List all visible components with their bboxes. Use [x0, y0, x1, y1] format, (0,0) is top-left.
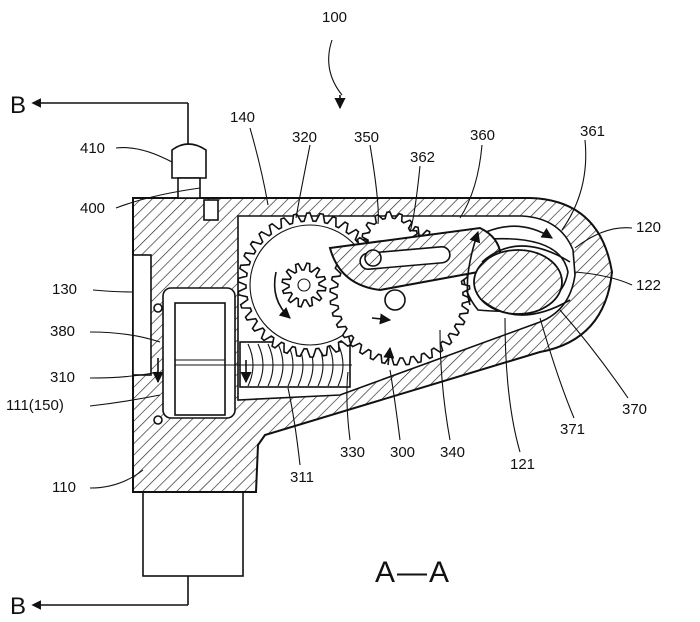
label-122: 122 — [636, 277, 661, 294]
cut-label-bottom: B — [10, 593, 28, 620]
label-362: 362 — [410, 149, 435, 166]
label-361: 361 — [580, 123, 605, 140]
small-gear-330 — [282, 263, 326, 307]
label-300: 300 — [390, 444, 415, 461]
label-400: 400 — [80, 200, 105, 217]
cut-label-top: B — [10, 92, 28, 119]
label-140: 140 — [230, 109, 255, 126]
label-380: 380 — [50, 323, 75, 340]
label-320: 320 — [292, 129, 317, 146]
label-120: 120 — [636, 219, 661, 236]
label-350: 350 — [354, 129, 379, 146]
label-371: 371 — [560, 421, 585, 438]
label-340: 340 — [440, 444, 465, 461]
label-121: 121 — [510, 456, 535, 473]
label-370: 370 — [622, 401, 647, 418]
label-main-ref: 100 — [322, 9, 347, 26]
label-330: 330 — [340, 444, 365, 461]
label-110: 110 — [52, 479, 76, 496]
label-111-150: 111(150) — [6, 397, 64, 414]
label-310: 310 — [50, 369, 75, 386]
label-360: 360 — [470, 127, 495, 144]
motor-housing — [143, 488, 243, 576]
section-title: A—A — [375, 556, 451, 589]
label-311: 311 — [290, 469, 314, 486]
label-130: 130 — [52, 281, 77, 298]
label-410: 410 — [80, 140, 105, 157]
